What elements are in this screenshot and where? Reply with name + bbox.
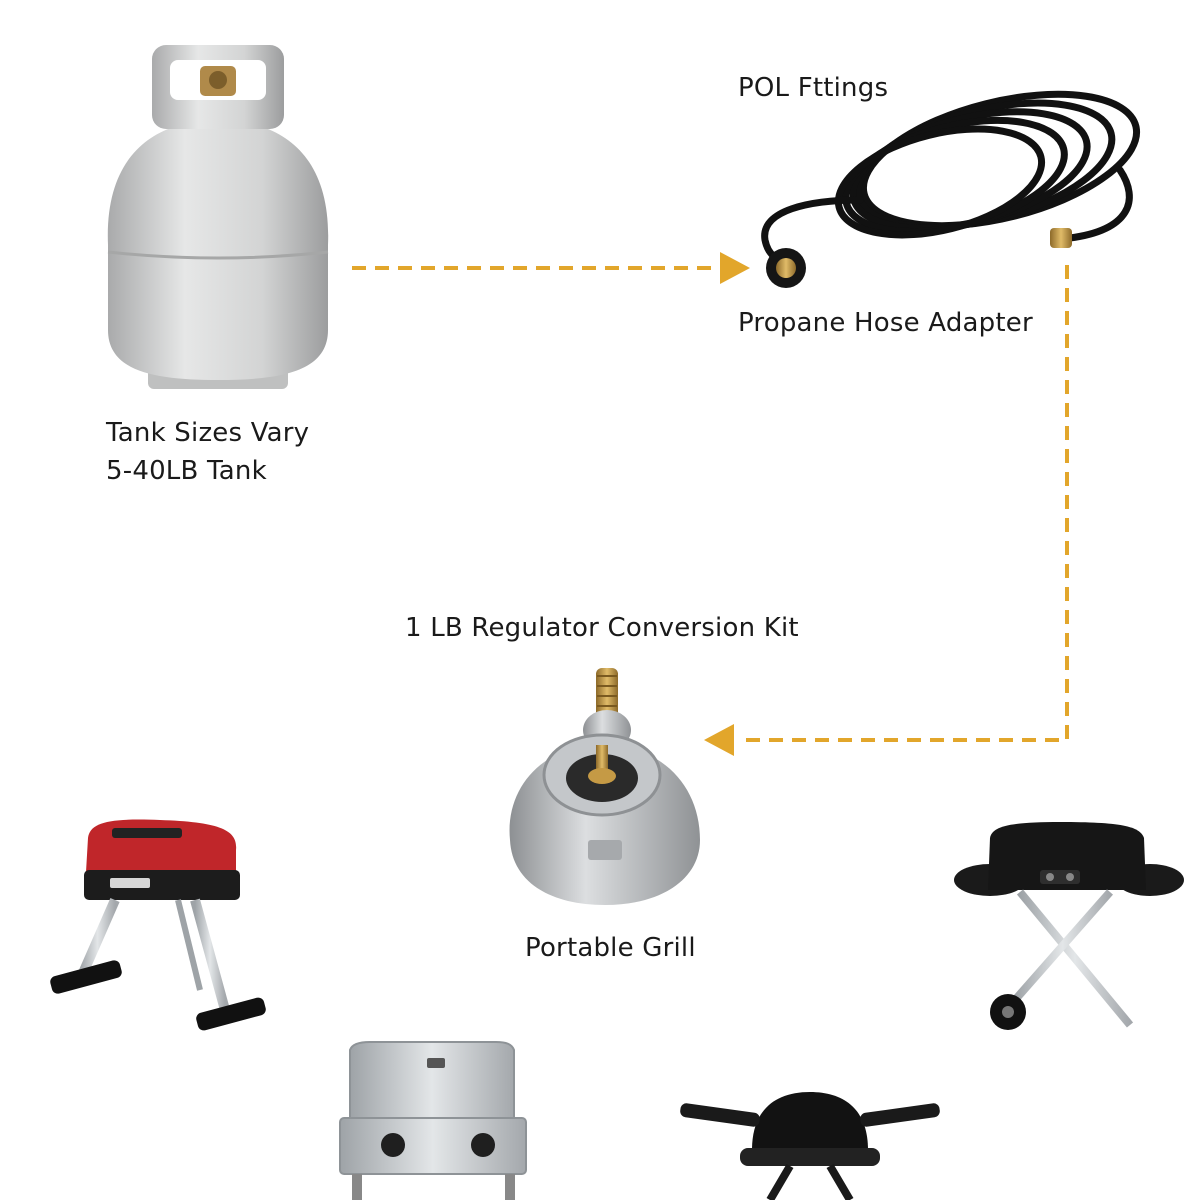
stainless-grill-icon bbox=[339, 1041, 527, 1200]
kettle-grill-icon bbox=[680, 1092, 940, 1200]
arrow-hose-to-regulator bbox=[740, 265, 1069, 742]
arrow-head-right bbox=[720, 252, 750, 284]
brass-connector-icon bbox=[1050, 228, 1072, 248]
rolling-grill-black-icon bbox=[954, 822, 1184, 1030]
portable-grill-label: Portable Grill bbox=[525, 933, 696, 963]
tank-capacity-label: 5-40LB Tank bbox=[106, 456, 267, 486]
regulator-icon bbox=[509, 668, 700, 905]
hose-coil-icon bbox=[761, 90, 1141, 266]
pol-fittings-label: POL Fttings bbox=[738, 73, 889, 103]
hose-adapter-label: Propane Hose Adapter bbox=[738, 308, 1033, 338]
pol-fitting-icon bbox=[766, 248, 806, 288]
regulator-kit-label: 1 LB Regulator Conversion Kit bbox=[405, 613, 799, 643]
flow-arrows bbox=[352, 265, 1069, 742]
propane-tank-icon bbox=[107, 45, 329, 389]
arrow-head-left bbox=[704, 724, 734, 756]
tank-size-label: Tank Sizes Vary bbox=[106, 418, 310, 448]
arrow-heads bbox=[704, 252, 750, 756]
tabletop-grill-red-icon bbox=[50, 819, 266, 1031]
